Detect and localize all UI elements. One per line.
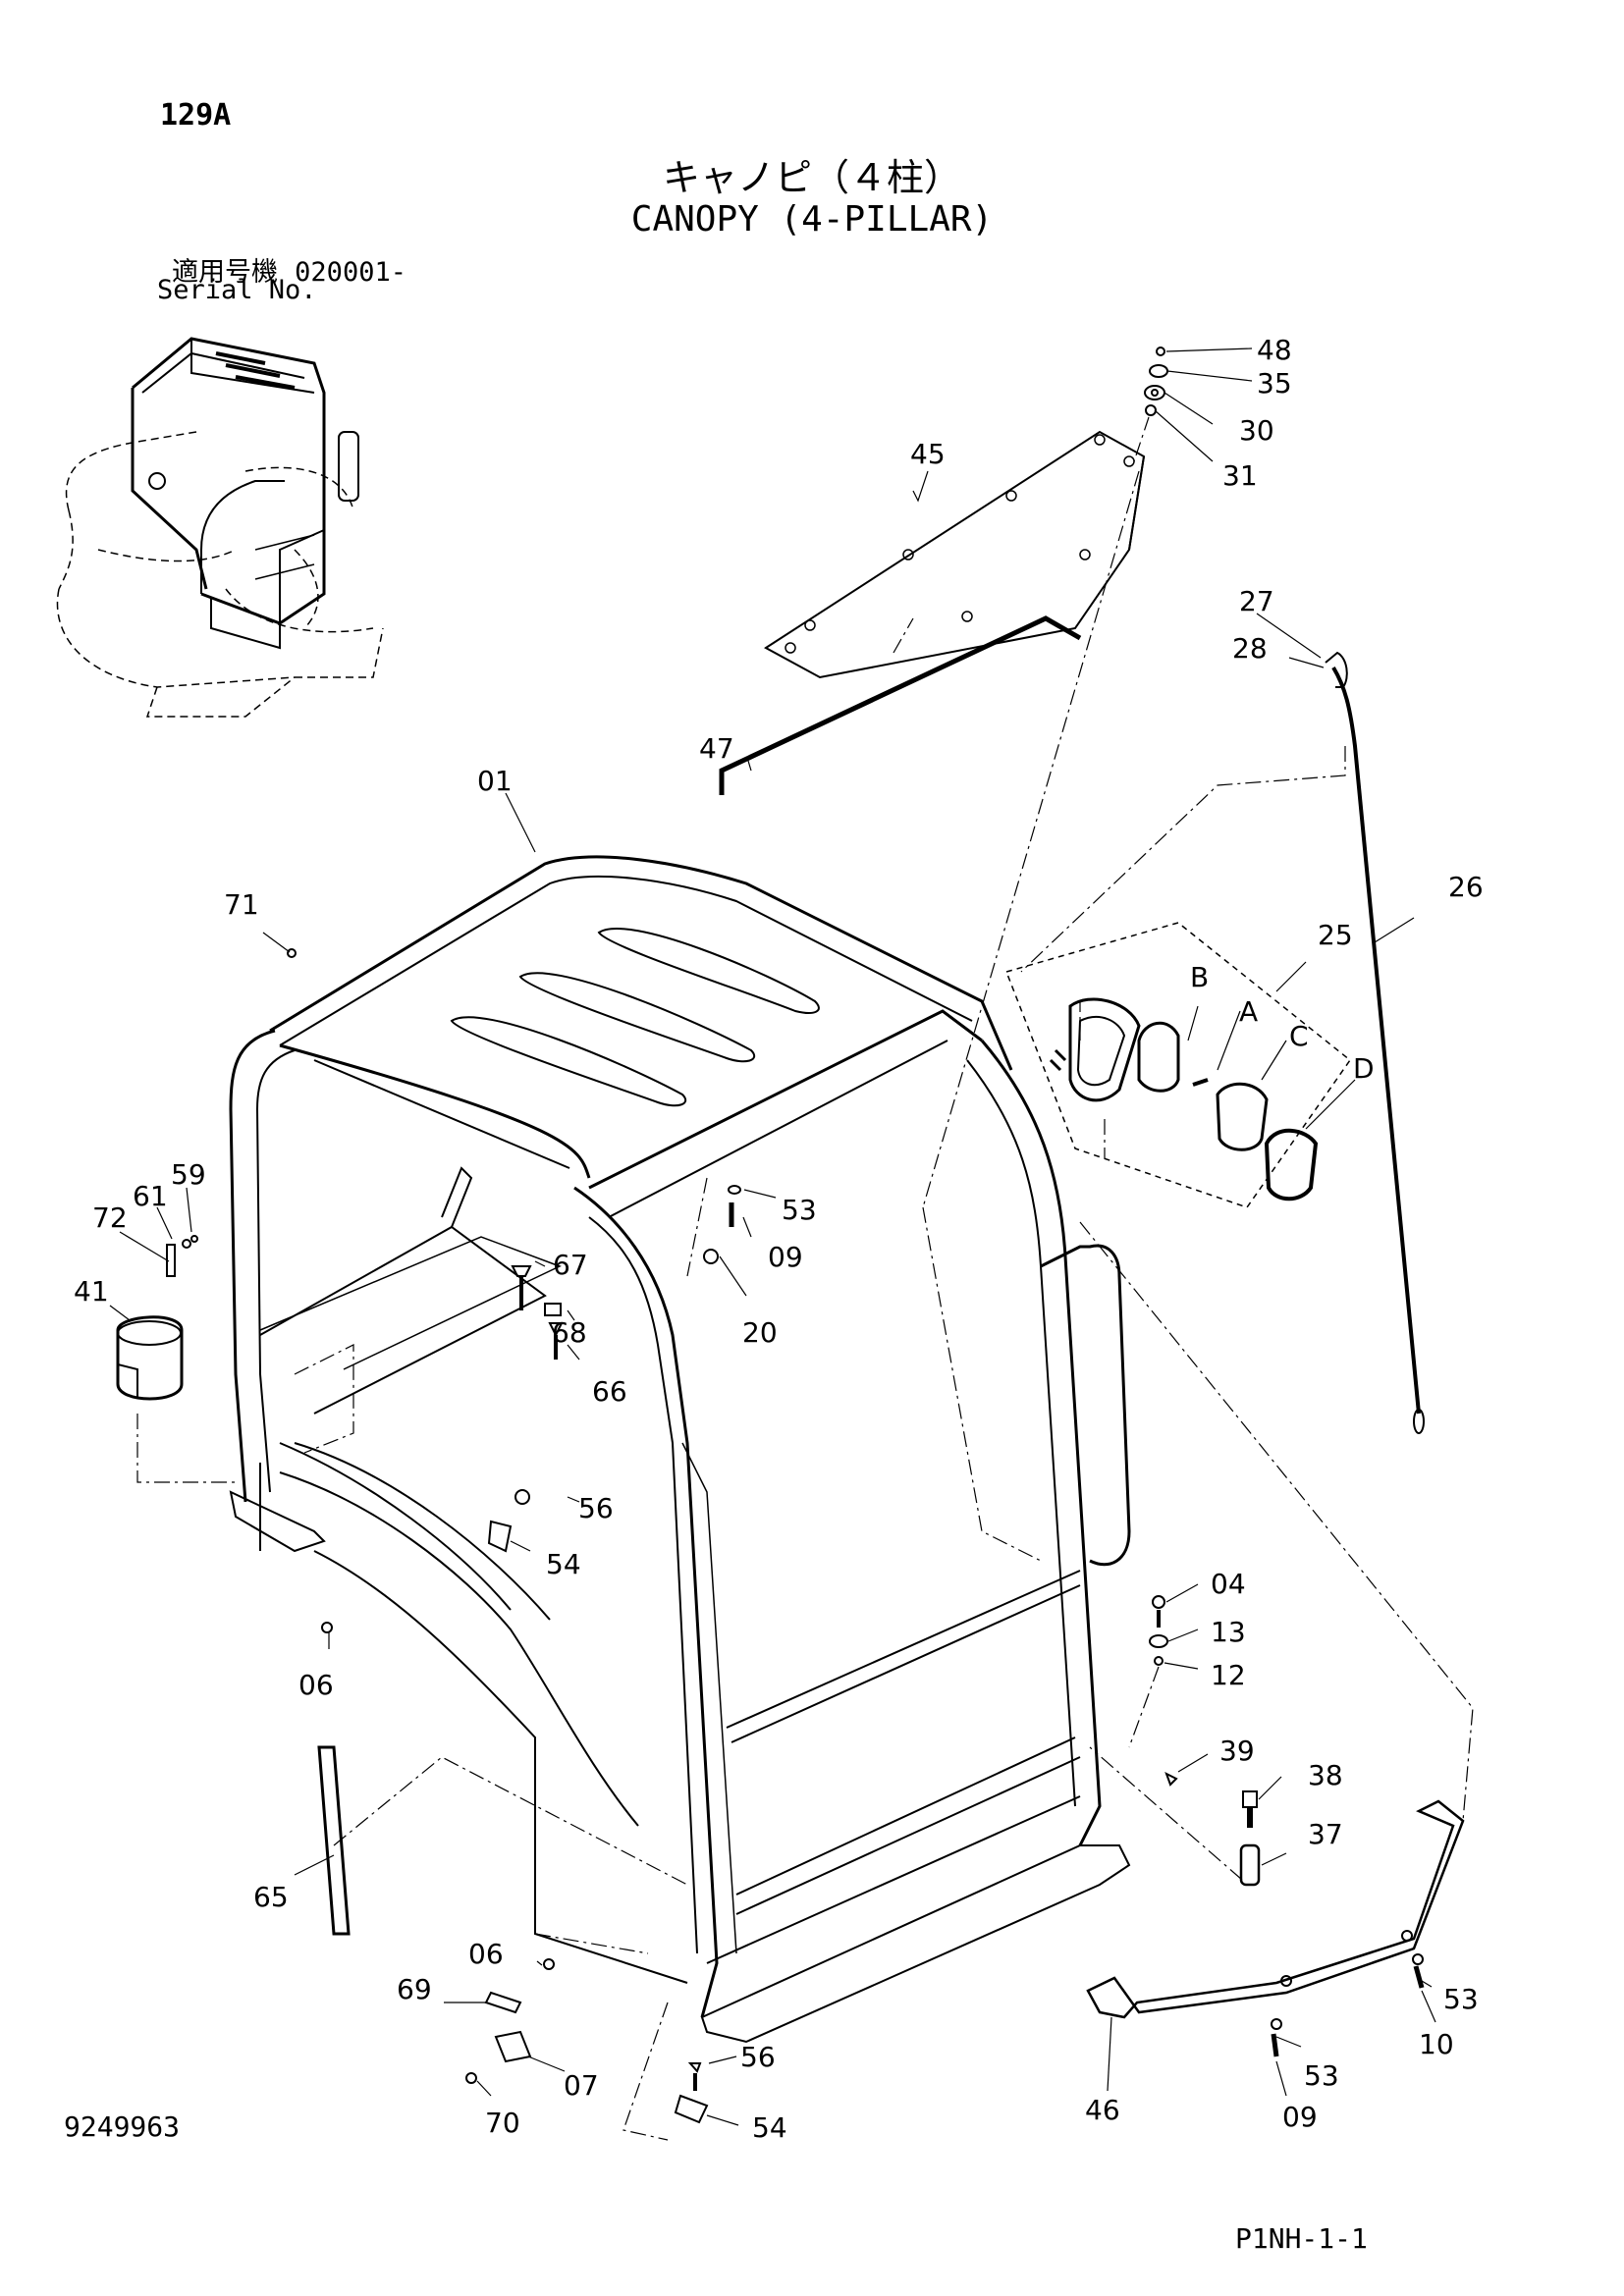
callout-leaders [109, 347, 1436, 2126]
callout-28: 28 [1232, 632, 1268, 665]
cup-holder-41 [116, 1235, 198, 1401]
callout-66: 66 [592, 1375, 627, 1408]
callout-71: 71 [224, 888, 259, 921]
callout-61: 61 [133, 1180, 168, 1212]
serial-label-jp-text: 適用号機 [172, 257, 278, 288]
page-reference: P1NH-1-1 [1235, 2222, 1368, 2255]
callout-D: D [1353, 1052, 1375, 1085]
callout-C: C [1289, 1020, 1309, 1052]
callout-70: 70 [485, 2107, 520, 2139]
page-code: 129A [160, 98, 232, 133]
callout-59: 59 [171, 1158, 206, 1191]
callout-A: A [1239, 995, 1258, 1028]
callout-53-right: 53 [1443, 1983, 1479, 2015]
callout-54-low: 54 [752, 2111, 787, 2144]
callout-10: 10 [1419, 2028, 1454, 2060]
callout-54-mid: 54 [546, 1548, 581, 1580]
fasteners [287, 948, 1425, 2124]
serial-value: 020001- [295, 257, 406, 288]
callout-07: 07 [564, 2069, 599, 2102]
callout-46: 46 [1085, 2094, 1120, 2126]
callout-09-top: 09 [768, 1241, 803, 1273]
callout-30: 30 [1239, 414, 1274, 447]
callout-48: 48 [1257, 334, 1292, 366]
callout-56-mid: 56 [578, 1492, 614, 1524]
callout-25: 25 [1318, 919, 1353, 951]
callout-38: 38 [1308, 1759, 1343, 1791]
callout-72: 72 [92, 1201, 128, 1234]
serial-label-japanese: 適用号機 020001- [172, 250, 406, 289]
callout-56-low: 56 [740, 2041, 776, 2073]
callout-06-low: 06 [468, 1938, 504, 1970]
callout-39: 39 [1219, 1735, 1255, 1767]
roof-hardware-stack [1133, 347, 1168, 462]
title-japanese: キャノピ（４柱） [662, 156, 961, 199]
work-light-assembly-25 [1005, 922, 1352, 1208]
callout-53-top: 53 [782, 1194, 817, 1226]
canopy-frame-01 [229, 855, 1131, 2044]
callout-65: 65 [253, 1881, 289, 1913]
callout-31: 31 [1222, 459, 1258, 492]
callout-20: 20 [742, 1316, 778, 1349]
title-english: CANOPY (4-PILLAR) [630, 199, 994, 240]
machine-thumbnail [56, 337, 384, 718]
callout-53-bottom: 53 [1304, 2059, 1339, 2092]
callout-67: 67 [553, 1249, 588, 1281]
callout-01: 01 [477, 765, 513, 797]
rod-47 [719, 615, 1082, 795]
callout-06-mid: 06 [298, 1669, 334, 1701]
callout-12: 12 [1211, 1659, 1246, 1691]
callout-69: 69 [397, 1973, 432, 2005]
wire-harness-26 [1325, 651, 1425, 1434]
callout-35: 35 [1257, 367, 1292, 400]
callout-45: 45 [910, 438, 946, 470]
callout-37: 37 [1308, 1818, 1343, 1850]
callout-13: 13 [1211, 1616, 1246, 1648]
document-number: 9249963 [64, 2110, 181, 2143]
callout-B: B [1190, 961, 1209, 993]
callout-labels: 48 35 30 31 45 27 28 47 01 26 71 25 B A … [74, 334, 1484, 2144]
callout-41: 41 [74, 1275, 109, 1308]
assembly-leader-lines [136, 470, 1474, 2141]
callout-09-bottom: 09 [1282, 2101, 1318, 2133]
callout-68: 68 [552, 1316, 587, 1349]
pillar-strip-65 [317, 1745, 351, 1936]
callout-04: 04 [1211, 1568, 1246, 1600]
serial-label-english: Serial No. [157, 275, 317, 305]
roof-plate-45 [764, 430, 1146, 679]
bracket-46 [1086, 1799, 1465, 2019]
callout-47: 47 [699, 732, 734, 765]
callout-27: 27 [1239, 585, 1274, 617]
callout-26: 26 [1448, 871, 1484, 903]
